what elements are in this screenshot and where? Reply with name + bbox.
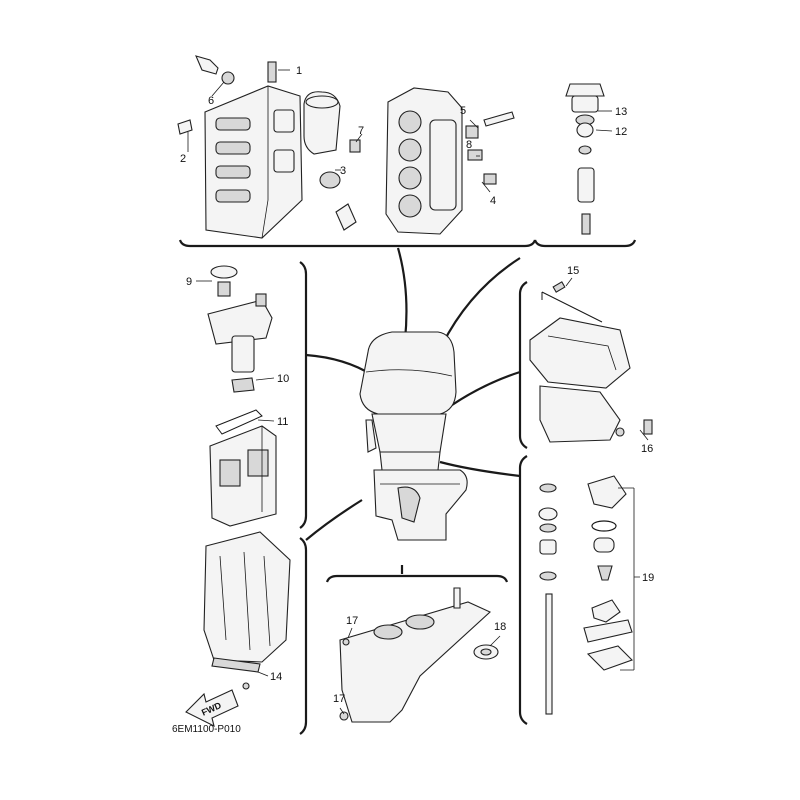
vapor-separator [207,265,273,393]
fuel-filter [565,83,605,235]
callout-16: 16 [641,443,653,455]
upper-casing [209,409,277,527]
leader-lines [187,69,649,715]
callout-15: 15 [567,265,579,277]
callout-3: 3 [340,165,346,177]
outboard-motor [359,331,468,541]
thermostat-housing [303,91,361,231]
fwd-arrow: FWD [185,689,239,728]
callout-11: 11 [277,416,288,428]
callout-9: 9 [186,276,192,288]
oil-pan [529,281,653,443]
exhaust-guide [203,531,291,690]
callout-6: 6 [208,95,214,107]
callout-18: 18 [494,621,506,633]
callout-7: 7 [358,125,364,137]
callout-8: 8 [466,139,472,151]
callout-17-top: 17 [346,615,358,627]
callout-labels: 1 2 3 4 5 6 7 8 9 10 11 12 13 14 15 16 1… [180,65,654,705]
water-pump [538,475,634,715]
section-brackets [178,239,637,735]
cylinder-block [177,55,303,239]
callout-12: 12 [615,126,627,138]
callout-5: 5 [460,105,466,117]
callout-1: 1 [296,65,302,77]
callout-13: 13 [615,106,627,118]
callout-2: 2 [180,153,186,165]
callout-17-bottom: 17 [333,693,345,705]
connector-lines [305,247,521,574]
callout-4: 4 [490,195,496,207]
callout-14: 14 [270,671,282,683]
lower-casing [339,587,499,723]
callout-10: 10 [277,373,289,385]
cylinder-head [385,87,515,235]
callout-19: 19 [642,572,654,584]
diagram-code: 6EM1100-P010 [172,724,241,735]
